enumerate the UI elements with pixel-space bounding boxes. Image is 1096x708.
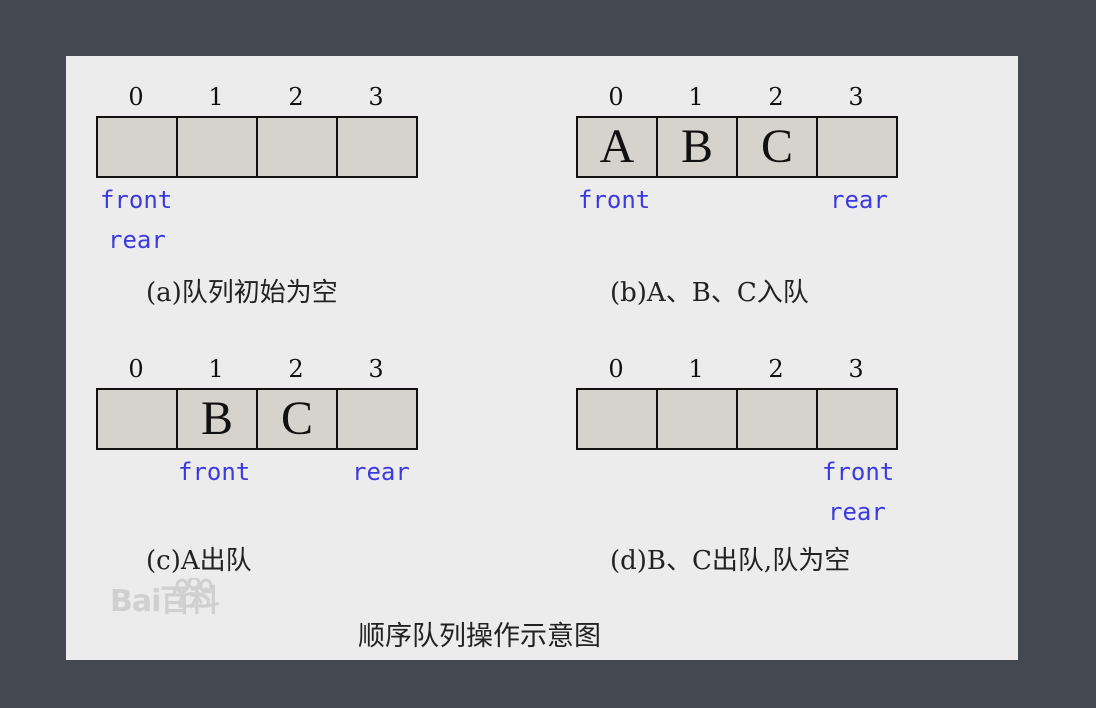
queue-cell: B bbox=[178, 390, 258, 448]
index-row: 0 1 2 3 bbox=[576, 82, 896, 112]
queue-cell bbox=[338, 390, 416, 448]
index-label: 2 bbox=[288, 355, 304, 383]
queue-cell bbox=[578, 390, 658, 448]
diagram-canvas: 0 1 2 3 front rear (a)队列初始为空 0 1 2 3 A B… bbox=[66, 56, 1018, 660]
queue-cell bbox=[98, 390, 178, 448]
panel-caption: (d)B、C出队,队为空 bbox=[610, 546, 851, 576]
panel-caption: (a)队列初始为空 bbox=[146, 278, 338, 308]
rear-pointer: rear bbox=[830, 186, 888, 214]
queue-cell: B bbox=[658, 118, 738, 176]
queue-cell bbox=[258, 118, 338, 176]
index-label: 1 bbox=[208, 355, 224, 383]
baidu-paw-icon bbox=[175, 578, 213, 608]
diagram-title: 顺序队列操作示意图 bbox=[358, 621, 601, 652]
queue-cell: C bbox=[258, 390, 338, 448]
index-label: 1 bbox=[688, 355, 704, 383]
queue-cell bbox=[818, 118, 896, 176]
queue-cell bbox=[98, 118, 178, 176]
queue-cell: A bbox=[578, 118, 658, 176]
queue-cell bbox=[818, 390, 896, 448]
queue-cell: C bbox=[738, 118, 818, 176]
queue-cell bbox=[178, 118, 258, 176]
index-label: 3 bbox=[848, 83, 864, 111]
front-pointer: front bbox=[578, 186, 651, 214]
queue-cell bbox=[338, 118, 416, 176]
index-label: 0 bbox=[128, 355, 144, 383]
index-label: 3 bbox=[368, 355, 384, 383]
queue-cell bbox=[658, 390, 738, 448]
queue-array bbox=[576, 388, 898, 450]
index-label: 0 bbox=[608, 83, 624, 111]
index-label: 0 bbox=[608, 355, 624, 383]
index-label: 3 bbox=[368, 83, 384, 111]
panel-caption: (b)A、B、C入队 bbox=[610, 278, 809, 308]
panel-caption: (c)A出队 bbox=[146, 546, 252, 576]
front-pointer: front bbox=[822, 458, 895, 486]
index-label: 1 bbox=[208, 83, 224, 111]
rear-pointer: rear bbox=[352, 458, 410, 486]
index-label: 3 bbox=[848, 355, 864, 383]
queue-cell bbox=[738, 390, 818, 448]
index-label: 0 bbox=[128, 83, 144, 111]
index-row: 0 1 2 3 bbox=[576, 354, 896, 384]
queue-array: B C bbox=[96, 388, 418, 450]
rear-pointer: rear bbox=[828, 498, 886, 526]
front-pointer: front bbox=[100, 186, 173, 214]
baidu-watermark: Bai百科 bbox=[110, 584, 219, 619]
index-label: 1 bbox=[688, 83, 704, 111]
index-row: 0 1 2 3 bbox=[96, 354, 416, 384]
index-label: 2 bbox=[768, 355, 784, 383]
index-label: 2 bbox=[288, 83, 304, 111]
queue-array bbox=[96, 116, 418, 178]
index-row: 0 1 2 3 bbox=[96, 82, 416, 112]
queue-array: A B C bbox=[576, 116, 898, 178]
front-pointer: front bbox=[178, 458, 251, 486]
rear-pointer: rear bbox=[108, 226, 166, 254]
index-label: 2 bbox=[768, 83, 784, 111]
